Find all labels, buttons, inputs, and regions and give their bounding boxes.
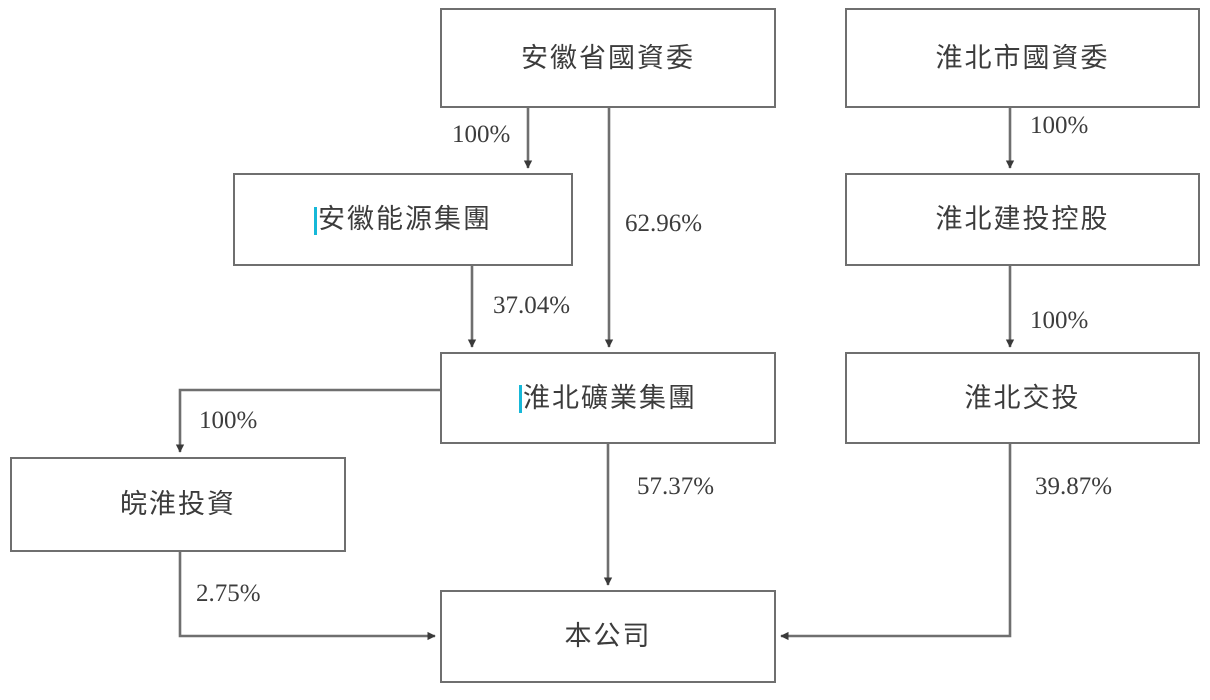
node-huaibei-jiantou-holding[interactable]: 淮北建投控股: [845, 173, 1200, 266]
edge-label-jiantou-to-jiaotou: 100%: [1030, 307, 1089, 334]
text-caret-icon: [519, 385, 522, 413]
edge-label-anhui-sasac-to-mining: 62.96%: [625, 210, 703, 237]
node-label-huaibei-mining-group: 淮北礦業集團: [523, 382, 697, 413]
edge-label-anhui-sasac-to-energy: 100%: [452, 121, 511, 148]
text-caret-icon: [314, 206, 317, 235]
node-label-the-company: 本公司: [564, 621, 652, 651]
node-wanhuai-investment[interactable]: 皖淮投資: [10, 457, 346, 552]
node-label-huaibei-jiaotou: 淮北交投: [964, 382, 1081, 413]
edge-wanhuai-to-company: [178, 552, 436, 641]
node-label-anhui-energy-group: 安徽能源集團: [318, 204, 492, 234]
node-huaibei-jiaotou[interactable]: 淮北交投: [845, 352, 1200, 444]
edge-jiaotou-to-company: [780, 444, 1012, 641]
edge-label-energy-to-mining: 37.04%: [493, 292, 571, 319]
node-label-huaibei-sasac: 淮北市國資委: [935, 42, 1110, 73]
node-anhui-energy-group[interactable]: 安徽能源集團: [233, 173, 573, 266]
edge-label-jiaotou-to-company: 39.87%: [1035, 473, 1113, 500]
edge-label-mining-to-company: 57.37%: [637, 473, 715, 500]
node-huaibei-sasac[interactable]: 淮北市國資委: [845, 8, 1200, 108]
node-label-anhui-sasac: 安徽省國資委: [521, 42, 695, 73]
node-label-wanhuai-investment: 皖淮投資: [120, 489, 236, 519]
edge-label-wanhuai-to-company: 2.75%: [196, 580, 261, 607]
node-huaibei-mining-group[interactable]: 淮北礦業集團: [440, 352, 776, 444]
edge-label-mining-to-wanhuai: 100%: [199, 407, 258, 434]
edge-mining-to-wanhuai: [175, 388, 440, 453]
node-anhui-sasac[interactable]: 安徽省國資委: [440, 8, 776, 108]
node-label-huaibei-jiantou-holding: 淮北建投控股: [935, 204, 1110, 234]
edge-label-huaibei-sasac-to-jiantou: 100%: [1030, 112, 1089, 139]
node-the-company[interactable]: 本公司: [440, 590, 776, 683]
